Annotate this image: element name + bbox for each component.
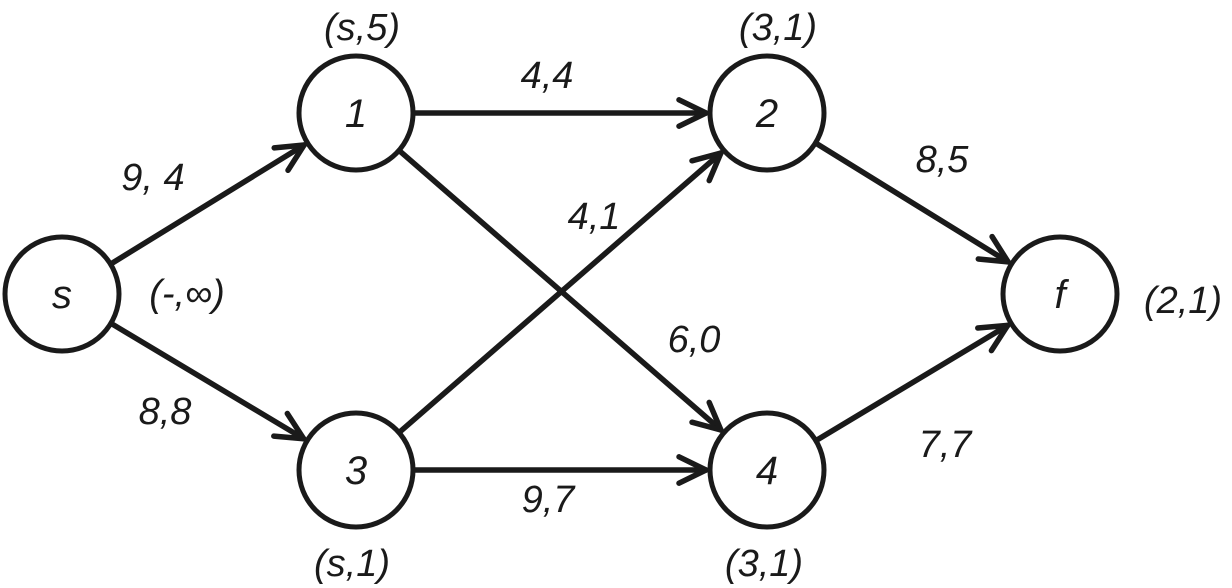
edge-line-4-f	[814, 322, 1011, 443]
node-mark-s: (-,∞)	[149, 273, 225, 315]
arrowhead-s-1	[271, 142, 307, 174]
arrowhead-2-f	[975, 233, 1011, 265]
arrowhead-3-4	[676, 454, 709, 486]
edge-label-s-1: 9, 4	[121, 157, 184, 199]
arrowhead-4-f	[975, 322, 1011, 354]
arrowhead-3-2	[689, 150, 724, 184]
node-label-s: s	[52, 273, 72, 317]
node-label-1: 1	[345, 92, 367, 136]
edge-label-2-f: 8,5	[916, 139, 970, 181]
node-label-3: 3	[345, 449, 367, 493]
node-circle-2	[707, 53, 827, 173]
node-mark-f: (2,1)	[1144, 280, 1222, 322]
arrowhead-1-4	[689, 399, 724, 433]
node-4: 4	[707, 410, 827, 530]
node-circle-f	[1000, 234, 1120, 354]
node-circle-1	[296, 53, 416, 173]
edges-layer	[109, 97, 1011, 486]
node-1: 1	[296, 53, 416, 173]
edge-line-3-2	[397, 150, 724, 435]
edge-2-f	[814, 141, 1011, 265]
node-f: f	[1000, 234, 1120, 354]
nodes-layer: s 1 3 2 4 f	[2, 53, 1120, 530]
node-circle-3	[296, 410, 416, 530]
edge-label-1-4: 6,0	[668, 319, 721, 361]
labels-layer: 9, 4 8,8 4,4 6,0 4,1 9,7 8,5 7,7 (-,∞) (s,5) (s,1)…	[121, 7, 1222, 585]
node-circle-s	[2, 234, 122, 354]
node-s: s	[2, 234, 122, 354]
arrowhead-1-2	[676, 97, 709, 129]
edge-line-2-f	[814, 141, 1011, 265]
node-2: 2	[707, 53, 827, 173]
edge-3-2	[397, 150, 724, 435]
node-label-2: 2	[755, 92, 778, 136]
edge-4-f	[814, 322, 1011, 443]
node-mark-3: (s,1)	[314, 543, 390, 585]
node-mark-1: (s,5)	[324, 7, 400, 49]
node-mark-4: (3,1)	[725, 543, 803, 585]
edge-s-1	[109, 142, 307, 266]
edge-s-3	[109, 321, 307, 442]
edge-label-3-4: 9,7	[522, 479, 577, 521]
arrowhead-s-3	[271, 410, 307, 442]
edge-label-s-3: 8,8	[139, 391, 192, 433]
node-3: 3	[296, 410, 416, 530]
edge-1-2	[412, 97, 709, 129]
node-label-4: 4	[756, 449, 778, 493]
node-circle-4	[707, 410, 827, 530]
edge-3-4	[412, 454, 709, 486]
edge-label-1-2: 4,4	[521, 55, 574, 97]
edge-line-s-1	[109, 142, 307, 266]
edge-line-s-3	[109, 321, 307, 442]
edge-label-4-f: 7,7	[919, 424, 974, 466]
node-mark-2: (3,1)	[739, 7, 817, 49]
edge-label-3-2: 4,1	[568, 196, 621, 238]
